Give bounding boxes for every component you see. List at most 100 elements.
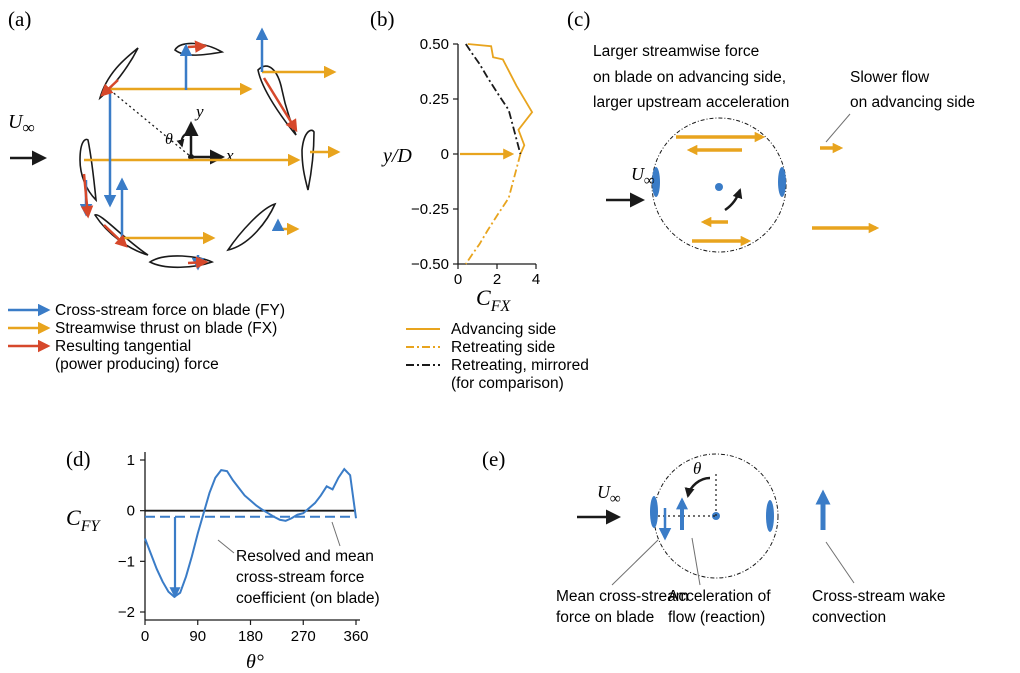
panel-c-flow-arrows	[676, 131, 880, 247]
legend-fy-text: Cross-stream force on blade (FY)	[55, 302, 285, 319]
panel-e-ann-2a: Acceleration of	[668, 588, 771, 605]
legend-tangential-text: Resulting tangential	[55, 338, 191, 355]
panel-a-x-label: x	[225, 146, 234, 165]
panel-b-xlabel: CFX	[476, 285, 511, 315]
x-tick-label: 180	[238, 628, 263, 645]
panel-b-legend: Advancing side Retreating side Retreatin…	[406, 321, 589, 392]
panel-a-theta-arc	[176, 131, 191, 148]
panel-c: (c) Larger streamwise force on blade on …	[567, 7, 975, 253]
panel-e-u-inf: U∞	[597, 482, 621, 507]
panel-c-ann-left-1: Larger streamwise force	[593, 43, 759, 60]
panel-e-theta: θ	[693, 459, 701, 478]
panel-d-ann-1: Resolved and mean	[236, 548, 374, 565]
panel-c-blade-right	[778, 167, 786, 197]
panel-e-blade-right	[766, 500, 774, 532]
panel-c-rotation-arrow	[724, 188, 743, 212]
panel-b-yticks: 0.50 0.25 0 −0.25 −0.50	[411, 36, 458, 273]
legend-advancing-text: Advancing side	[451, 321, 556, 338]
panel-a-fx-arrows	[84, 65, 341, 245]
panel-a-blades	[79, 42, 315, 269]
x-tick-label: 90	[189, 628, 206, 645]
panel-c-rotor-circle	[651, 117, 787, 253]
panel-d-ylabel: CFY	[66, 505, 101, 535]
panel-e-ann-3a: Cross-stream wake	[812, 588, 946, 605]
panel-c-leader-line	[825, 113, 851, 143]
panel-e-ann-2b: flow (reaction)	[668, 609, 765, 626]
panel-a-y-label: y	[194, 102, 204, 121]
panel-d-ann-3: coefficient (on blade)	[236, 590, 380, 607]
panel-d-leader-1	[217, 539, 235, 554]
legend-mirrored-text: Retreating, mirrored	[451, 357, 589, 374]
y-tick-label: 0	[127, 503, 135, 520]
legend-fx-text: Streamwise thrust on blade (FX)	[55, 320, 277, 337]
advancing-series	[467, 43, 534, 155]
panel-e-leader-2	[691, 537, 701, 586]
panel-a-fy-arrows	[79, 27, 285, 271]
legend-mirrored-text-2: (for comparison)	[451, 375, 564, 392]
x-tick-label: 270	[291, 628, 316, 645]
tangential-arrow	[187, 256, 209, 269]
panel-c-label: (c)	[567, 7, 590, 31]
x-tick-label: 2	[493, 271, 501, 288]
panel-e-label: (e)	[482, 447, 505, 471]
panel-e-ann-1a: Mean cross-stream	[556, 588, 689, 605]
panel-d-label: (d)	[66, 447, 91, 471]
legend-tangential-text-2: (power producing) force	[55, 356, 219, 373]
panel-e: (e) θ U∞ Mean cross-stream force on blad…	[482, 447, 946, 626]
tangential-arrow	[262, 77, 298, 133]
panel-b-ylabel: y/D	[381, 145, 412, 167]
panel-a-u-inf: U∞	[8, 111, 35, 137]
blade-lower-left	[93, 214, 149, 256]
panel-a: (a) U∞ θ y x	[8, 7, 341, 373]
tangential-arrow	[103, 224, 128, 248]
blade-right	[301, 129, 315, 191]
panel-c-ann-right-1: Slower flow	[850, 69, 930, 86]
y-tick-label: 1	[127, 452, 135, 469]
panel-d-xticks: 0 90 180 270 360	[141, 620, 369, 645]
y-tick-label: −0.25	[411, 201, 449, 218]
panel-d-ann-2: cross-stream force	[236, 569, 364, 586]
legend-retreating-text: Retreating side	[451, 339, 555, 356]
panel-d-leader-2	[331, 521, 341, 547]
tangential-arrow	[100, 79, 119, 97]
panel-c-ann-left-2: on blade on advancing side,	[593, 69, 786, 86]
panel-c-ann-left-3: larger upstream acceleration	[593, 94, 789, 111]
panel-a-tangential-arrows	[80, 40, 298, 269]
blade-bottom	[148, 255, 215, 269]
y-tick-label: −0.50	[411, 256, 449, 273]
x-tick-label: 0	[141, 628, 149, 645]
panel-b-series	[465, 43, 534, 265]
panel-e-leader-1	[611, 539, 659, 586]
panel-a-radius-line	[109, 89, 191, 157]
mirrored-series	[465, 43, 522, 155]
panel-c-blade-left	[652, 167, 660, 197]
x-tick-label: 360	[343, 628, 368, 645]
panel-d-yticks: 1 0 −1 −2	[118, 452, 145, 621]
panel-a-legend: Cross-stream force on blade (FY) Streamw…	[8, 302, 285, 373]
blade-left	[79, 138, 98, 203]
y-tick-label: 0.50	[420, 36, 449, 53]
panel-b-label: (b)	[370, 7, 395, 31]
x-tick-label: 0	[454, 271, 462, 288]
panel-c-u-inf: U∞	[631, 164, 655, 189]
panel-d-xlabel: θ°	[246, 651, 264, 673]
retreating-series	[465, 153, 522, 265]
panel-c-ann-right-2: on advancing side	[850, 94, 975, 111]
y-tick-label: −2	[118, 604, 135, 621]
panel-c-hub	[715, 183, 723, 191]
panel-e-ann-1b: force on blade	[556, 609, 654, 626]
y-tick-label: −1	[118, 553, 135, 570]
tangential-arrow	[80, 173, 94, 219]
y-tick-label: 0	[441, 146, 449, 163]
panel-d: (d) 1 0 −1 −2 0 90 180 270 360 CFY θ° Resolved …	[66, 447, 380, 673]
panel-e-blade-left	[650, 496, 658, 528]
panel-a-theta: θ	[165, 131, 173, 148]
panel-e-ann-3b: convection	[812, 609, 886, 626]
y-tick-label: 0.25	[420, 91, 449, 108]
tangential-arrow	[187, 40, 208, 53]
blade-lower-right	[226, 202, 277, 252]
panel-a-label: (a)	[8, 7, 31, 31]
